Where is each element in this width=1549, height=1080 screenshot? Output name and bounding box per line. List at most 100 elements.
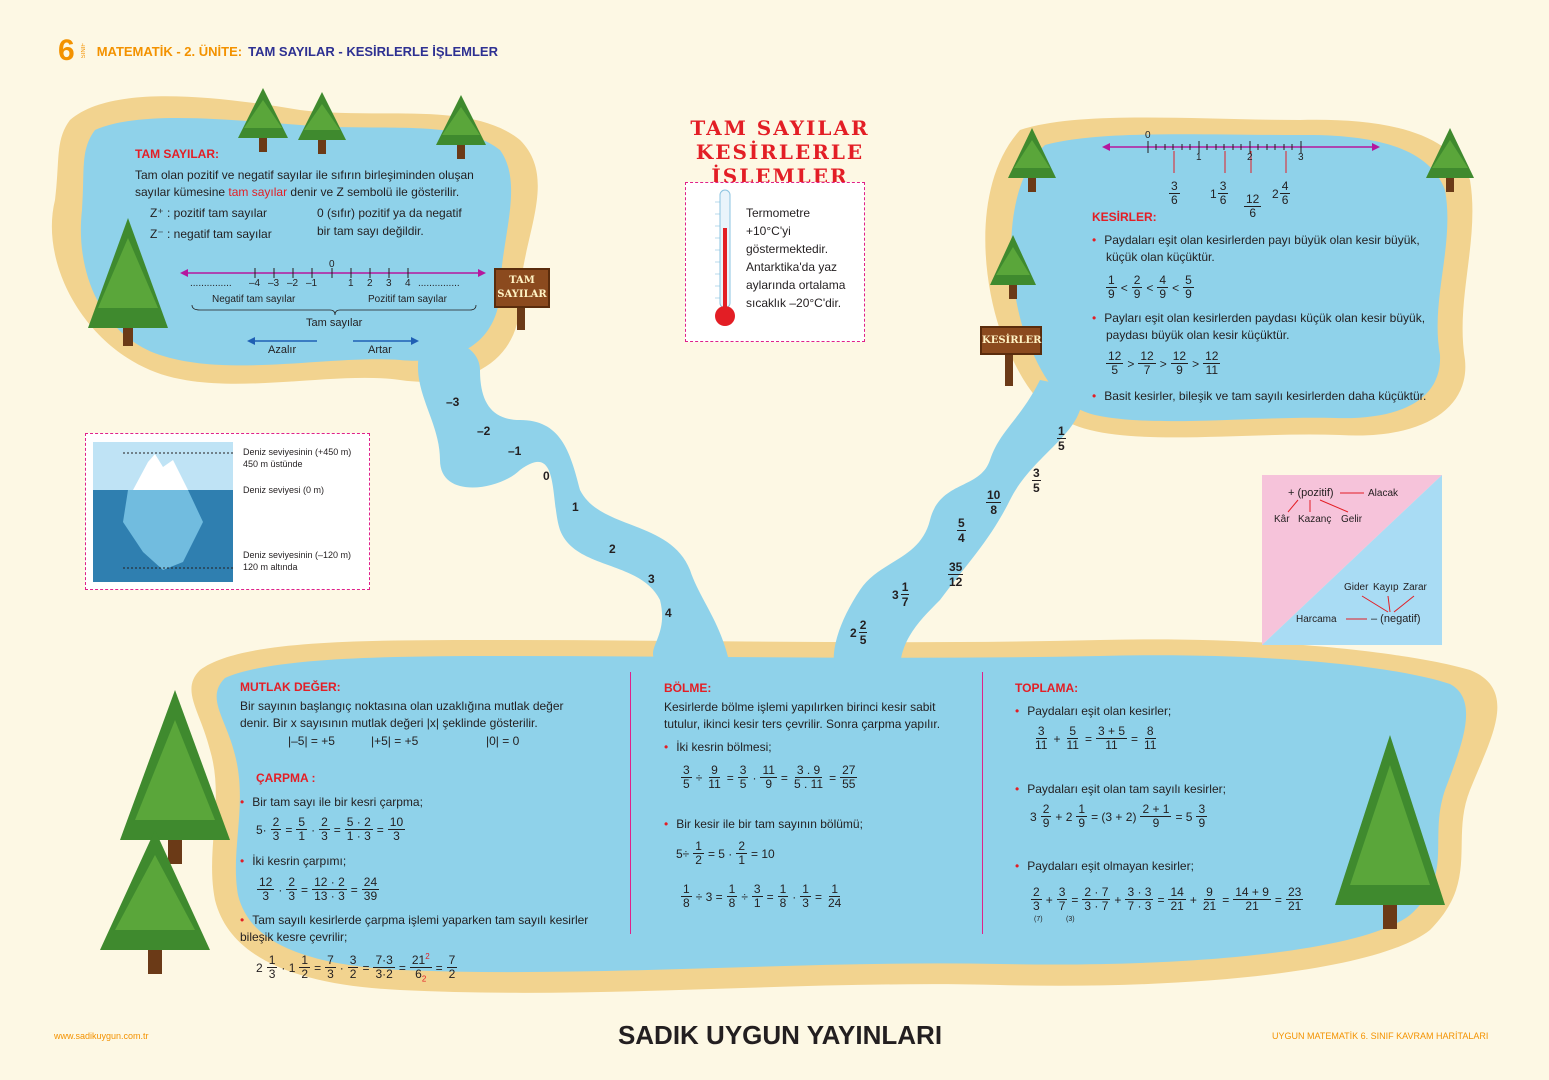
denominator: 5 xyxy=(1058,439,1065,453)
numerator: 3 xyxy=(1217,179,1229,194)
thermo-line: Termometre xyxy=(746,206,811,220)
zero-note-2: bir tam sayı değildir. xyxy=(317,224,424,238)
expansion-note: (3) xyxy=(1066,916,1075,923)
title-line-1: TAM SAYILAR xyxy=(690,116,870,140)
divider xyxy=(630,672,631,934)
river-integer: 1 xyxy=(572,500,579,514)
thermo-line: aylarında ortalama xyxy=(746,278,846,292)
grade-label: SINIF xyxy=(80,43,87,59)
tick-label: 2 xyxy=(367,278,373,289)
river-integer: 4 xyxy=(665,606,672,620)
tree-icon xyxy=(298,92,346,154)
tree-icon xyxy=(1008,128,1056,192)
website-link[interactable]: www.sadikuygun.com.tr xyxy=(54,1031,149,1041)
numerator: 2 xyxy=(858,618,868,633)
tick-label: 3 xyxy=(1298,152,1304,163)
integers-sign-label: TAM SAYILAR xyxy=(497,275,547,300)
tree-icon xyxy=(1335,735,1445,929)
tick-label: 2 xyxy=(1247,152,1253,163)
divider xyxy=(982,672,983,934)
negative-integers-label: Negatif tam sayılar xyxy=(212,294,296,305)
tree-icon xyxy=(436,95,486,159)
denominator: 5 xyxy=(859,633,867,647)
tree-icon xyxy=(120,690,230,864)
negative-area xyxy=(1262,475,1442,645)
z-plus-label: Z⁺ : pozitif tam sayılar xyxy=(150,206,268,220)
iceberg-below-label: Deniz seviyesinin (–120 m) xyxy=(243,550,352,560)
whole-part: 2 xyxy=(1272,186,1279,201)
income-label: Gelir xyxy=(1341,514,1363,525)
unit-label: TAM SAYILAR - KESİRLERLE İŞLEMLER xyxy=(248,43,498,59)
gain-label: Kazanç xyxy=(1298,514,1332,525)
river-integer: 0 xyxy=(543,469,550,483)
tree-icon xyxy=(238,88,288,152)
fractions-sign-label: KESİRLER xyxy=(982,335,1042,346)
damage-label: Zarar xyxy=(1403,582,1427,593)
mult-rule-2: •İki kesrin çarpımı; xyxy=(240,854,347,868)
integers-def-1: Tam olan pozitif ve negatif sayılar ile … xyxy=(135,168,474,182)
fraction-rule-1: Paydaları eşit olan kesirlerden payı büy… xyxy=(1104,233,1420,247)
spending-label: Harcama xyxy=(1296,614,1337,625)
fraction-rule-2b: paydası büyük olan kesir küçüktür. xyxy=(1106,328,1290,342)
tick-label: 4 xyxy=(405,278,411,289)
absolute-value-def-2: denir. Bir x sayısının mutlak değeri |x|… xyxy=(240,716,538,730)
river-integer: –2 xyxy=(477,424,491,438)
numerator: 3 xyxy=(1169,179,1180,194)
denominator: 6 xyxy=(1171,193,1178,207)
mult-rule-1-text: Bir tam sayı ile bir kesri çarpma; xyxy=(252,795,423,809)
thermometer-icon xyxy=(715,189,735,326)
mult-rule-1: •Bir tam sayı ile bir kesri çarpma; xyxy=(240,795,423,809)
thermo-line: +10°C'yi xyxy=(746,224,791,238)
expense-label: Gider xyxy=(1344,582,1369,593)
thermo-line: sıcaklık –20°C'dir. xyxy=(746,296,842,310)
mult-rule-2-text: İki kesrin çarpımı; xyxy=(252,854,347,868)
z-minus-label: Z⁻ : negatif tam sayılar xyxy=(150,227,272,241)
direction-arrows xyxy=(247,337,419,345)
denominator: 7 xyxy=(901,595,909,609)
fraction-rule-2: Payları eşit olan kesirlerden paydası kü… xyxy=(1104,311,1426,325)
integers-sign: TAM SAYILAR xyxy=(494,268,550,308)
tick-label: 0 xyxy=(329,259,335,270)
thermo-line: Antarktika'da yaz xyxy=(746,260,838,274)
addition-section: TOPLAMA: •Paydaları eşit olan kesirler; xyxy=(1015,680,1345,720)
multiplication-heading: ÇARPMA : xyxy=(256,771,316,785)
addition-rule-3-text: Paydaları eşit olmayan kesirler; xyxy=(1027,859,1194,873)
tick-label: –4 xyxy=(249,278,261,289)
posneg-arrows xyxy=(1287,492,1415,620)
integer-number-line xyxy=(180,268,486,315)
sign-post xyxy=(1005,350,1013,386)
numerator: 1 xyxy=(1057,424,1066,439)
absolute-value-section: MUTLAK DEĞER: Bir sayının başlangıç nokt… xyxy=(240,679,620,732)
iceberg-above-sub: 450 m üstünde xyxy=(243,459,303,469)
integers-heading: TAM SAYILAR: xyxy=(135,147,219,161)
division-section: BÖLME: Kesirlerde bölme işlemi yapılırke… xyxy=(664,680,974,756)
fractions-rules-3: •Basit kesirler, bileşik ve tam sayılı k… xyxy=(1092,389,1427,403)
division-rule-2-text: Bir kesir ile bir tam sayının bölümü; xyxy=(676,817,863,831)
iceberg-labels: Deniz seviyesinin (+450 m) 450 m üstünde… xyxy=(243,446,351,573)
grade-number: 6 xyxy=(58,34,75,67)
division-heading: BÖLME: xyxy=(664,681,712,695)
iceberg-image xyxy=(93,442,233,582)
positive-label: + (pozitif) xyxy=(1288,487,1334,499)
denominator: 6 xyxy=(1219,193,1227,207)
addition-rule-2: •Paydaları eşit olan tam sayılı kesirler… xyxy=(1015,782,1226,796)
addition-heading: TOPLAMA: xyxy=(1015,681,1079,695)
river-integer: –1 xyxy=(508,444,522,458)
denominator: 5 xyxy=(1033,481,1040,495)
mult-rule-3: •Tam sayılı kesirlerde çarpma işlemi yap… xyxy=(240,912,620,946)
numerator: 1 xyxy=(900,580,910,595)
